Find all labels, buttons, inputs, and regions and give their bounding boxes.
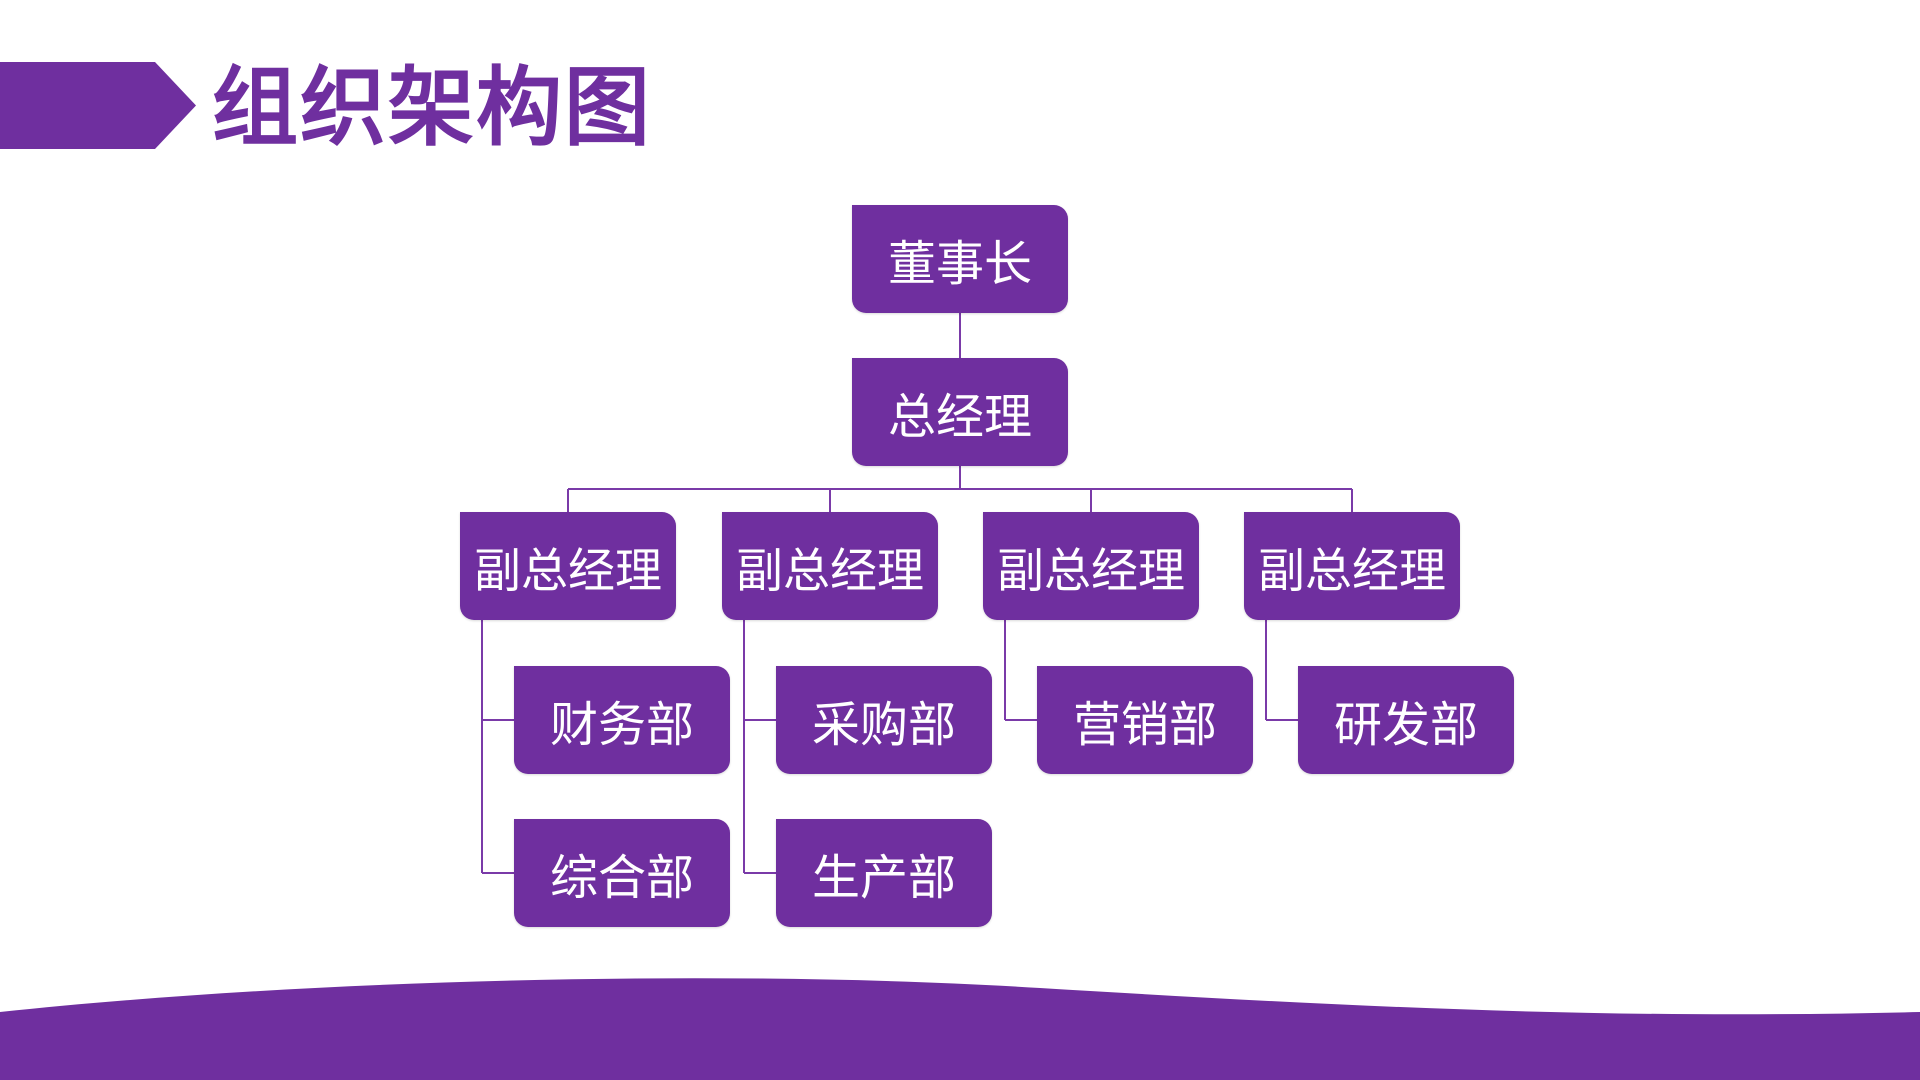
node-vice-president-1: 副总经理 [460, 512, 676, 620]
node-dept-finance: 财务部 [514, 666, 730, 774]
node-dept-marketing: 营销部 [1037, 666, 1253, 774]
node-dept-general-affairs: 综合部 [514, 819, 730, 927]
node-dept-production: 生产部 [776, 819, 992, 927]
page-title: 组织架构图 [212, 58, 652, 158]
node-vice-president-2: 副总经理 [722, 512, 938, 620]
node-chairman: 董事长 [852, 205, 1068, 313]
node-general-manager: 总经理 [852, 358, 1068, 466]
node-dept-rnd: 研发部 [1298, 666, 1514, 774]
node-dept-procurement: 采购部 [776, 666, 992, 774]
node-vice-president-4: 副总经理 [1244, 512, 1460, 620]
node-vice-president-3: 副总经理 [983, 512, 1199, 620]
title-banner-arrow [0, 62, 196, 149]
bottom-wave-decoration [0, 978, 1920, 1080]
